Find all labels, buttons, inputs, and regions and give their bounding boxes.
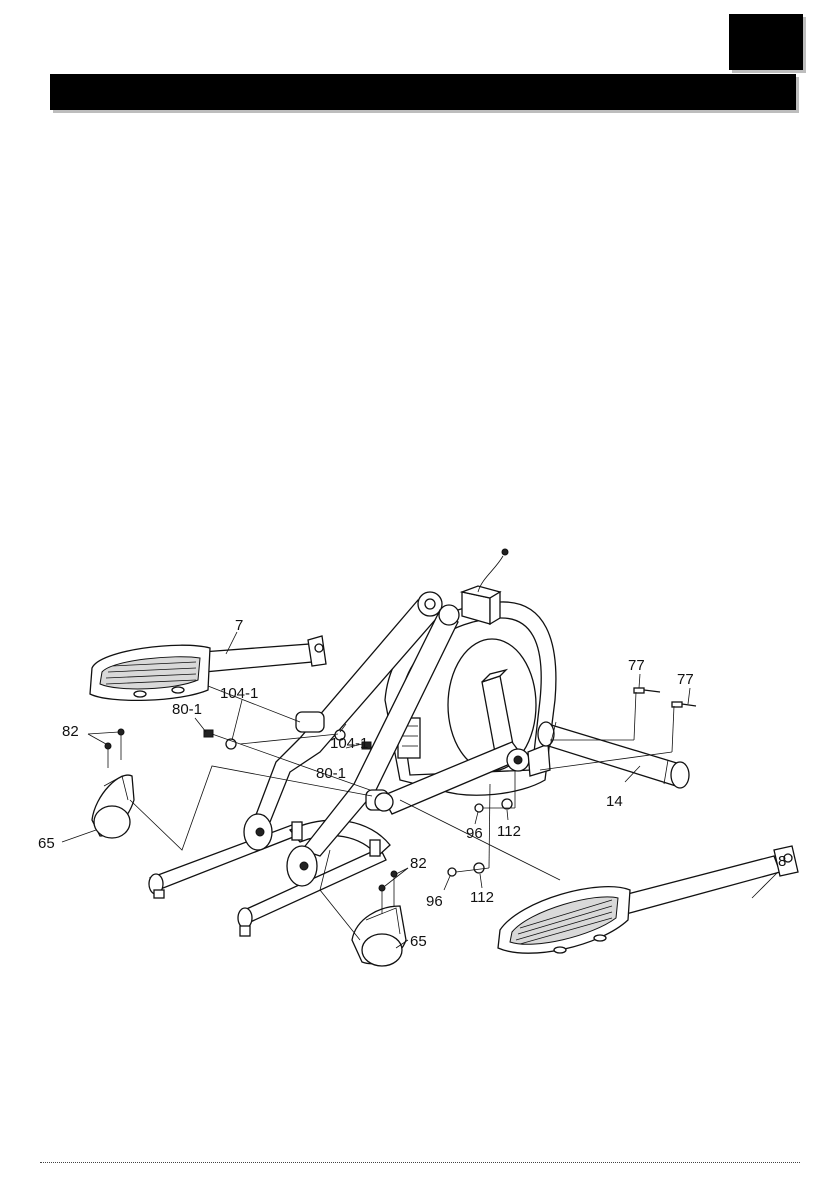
part-112-washer-b bbox=[474, 863, 484, 873]
part-8-pedal-arm bbox=[498, 846, 798, 953]
label-part-82-left: 82 bbox=[62, 723, 79, 740]
part-14-axle-tube bbox=[538, 722, 689, 788]
label-part-77-b: 77 bbox=[677, 671, 694, 688]
label-part-65-left: 65 bbox=[38, 835, 55, 852]
label-part-104-1-a: 104-1 bbox=[220, 685, 258, 702]
label-part-77-a: 77 bbox=[628, 657, 645, 674]
part-65-end-cap-left bbox=[92, 775, 134, 838]
part-96-nut-a bbox=[475, 804, 483, 812]
label-part-80-1-a: 80-1 bbox=[172, 701, 202, 718]
label-part-104-1-b: 104-1 bbox=[330, 735, 368, 752]
label-part-65-right: 65 bbox=[410, 933, 427, 950]
bottom-divider bbox=[40, 1162, 800, 1163]
part-7-pedal-arm bbox=[90, 636, 326, 700]
label-part-8: 8 bbox=[778, 853, 786, 870]
label-part-96-a: 96 bbox=[466, 825, 483, 842]
label-part-82-right: 82 bbox=[410, 855, 427, 872]
part-112-washer-a bbox=[502, 799, 512, 809]
part-82-screws-left bbox=[105, 729, 124, 768]
label-part-112-b: 112 bbox=[470, 889, 494, 906]
label-part-112-a: 112 bbox=[497, 823, 521, 840]
part-77-bolt-a bbox=[634, 688, 660, 693]
label-part-14: 14 bbox=[606, 793, 623, 810]
part-96-nut-b bbox=[448, 868, 456, 876]
part-65-end-cap-right bbox=[352, 906, 406, 966]
label-part-96-b: 96 bbox=[426, 893, 443, 910]
label-part-80-1-b: 80-1 bbox=[316, 765, 346, 782]
part-77-bolt-b bbox=[672, 702, 696, 707]
label-part-7: 7 bbox=[235, 617, 243, 634]
